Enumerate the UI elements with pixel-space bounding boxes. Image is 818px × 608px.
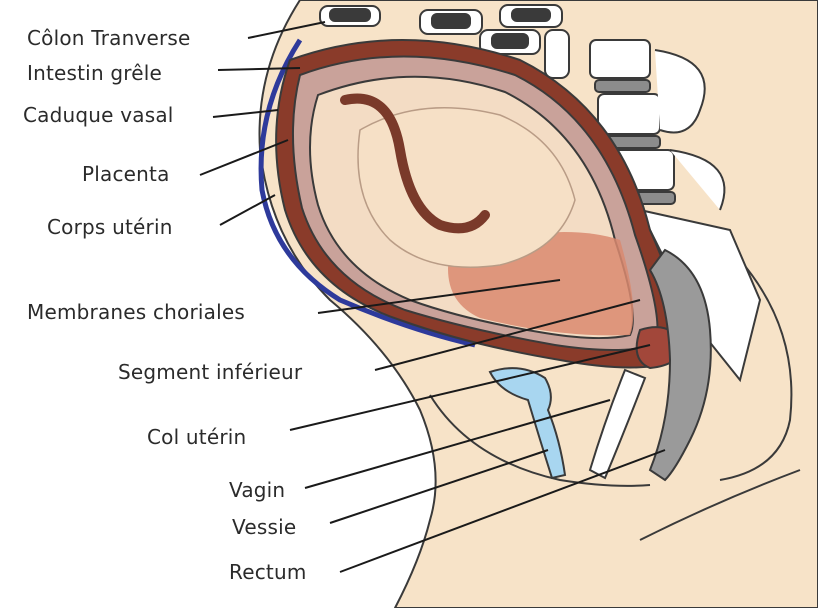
label-col-uterin: Col utérin [147,425,246,449]
label-intestin-grele: Intestin grêle [27,61,162,85]
label-rectum: Rectum [229,560,307,584]
disc [595,80,650,92]
label-vagin: Vagin [229,478,285,502]
label-placenta: Placenta [82,162,170,186]
label-caduque-vasal: Caduque vasal [23,103,174,127]
label-segment-inferieur: Segment inférieur [118,360,302,384]
vertebra [590,40,650,78]
label-corps-uterin: Corps utérin [47,215,173,239]
vertebra [598,94,660,134]
label-colon-transverse: Côlon Tranverse [27,26,191,50]
label-membranes-choriales: Membranes choriales [27,300,245,324]
label-vessie: Vessie [232,515,296,539]
